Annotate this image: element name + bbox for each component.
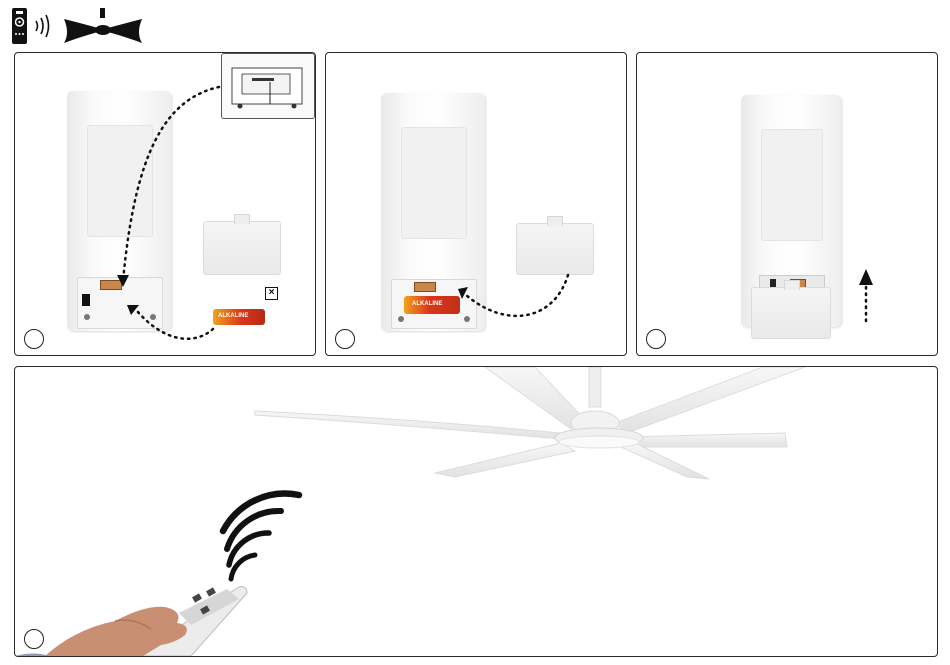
step-number-1 [24,329,44,349]
step-4-panel [14,366,938,657]
step-number-4 [24,629,44,649]
step-number-3 [646,329,666,349]
step-1-panel: ALKALINE × [14,52,316,356]
header-icons [8,6,148,46]
ceiling-fan-illustration [15,367,937,656]
signal-waves-icon [32,11,62,41]
signal-waves-icon [223,494,299,579]
ceiling-fan-icon [62,7,144,45]
arrow-paths [15,53,315,355]
up-arrow [637,53,937,355]
step-2-panel: ALKALINE [325,52,627,356]
arrow-path [326,53,626,355]
step-3-panel [636,52,938,356]
step-number-2 [335,329,355,349]
